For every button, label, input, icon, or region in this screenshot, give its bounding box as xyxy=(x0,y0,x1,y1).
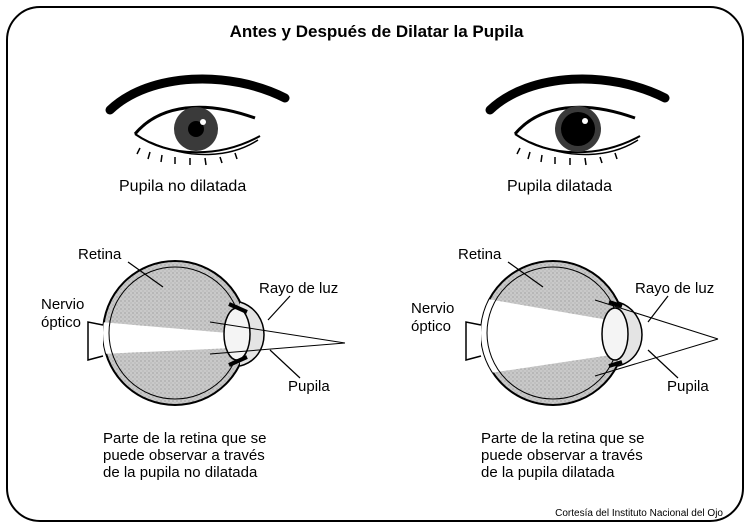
eye-dilated-illustration xyxy=(485,74,670,166)
eye-not-dilated-illustration xyxy=(105,74,290,166)
label-retina-right: Retina xyxy=(458,246,502,263)
label-rayo-right: Rayo de luz xyxy=(635,280,715,297)
label-pupila-no-dilatada: Pupila no dilatada xyxy=(119,178,247,195)
label-optico-right: óptico xyxy=(411,318,452,335)
label-rayo-left: Rayo de luz xyxy=(259,280,339,297)
diagram-title: Antes y Después de Dilatar la Pupila xyxy=(229,22,524,41)
label-nervio-left: Nervio xyxy=(41,296,85,313)
label-nervio-right: Nervio xyxy=(411,300,455,317)
cross-section-not-dilated xyxy=(87,260,346,406)
cross-section-dilated xyxy=(465,260,719,406)
credit-text: Cortesía del Instituto Nacional del Ojo xyxy=(555,508,723,519)
caption-left: Parte de la retina que se puede observar… xyxy=(103,430,267,481)
label-optico-left: óptico xyxy=(41,314,82,331)
diagram-frame xyxy=(6,6,744,522)
caption-right: Parte de la retina que se puede observar… xyxy=(481,430,645,481)
label-pupila-left: Pupila xyxy=(288,378,330,395)
label-retina-left: Retina xyxy=(78,246,122,263)
label-pupila-dilatada: Pupila dilatada xyxy=(507,178,612,195)
label-pupila-right: Pupila xyxy=(667,378,709,395)
